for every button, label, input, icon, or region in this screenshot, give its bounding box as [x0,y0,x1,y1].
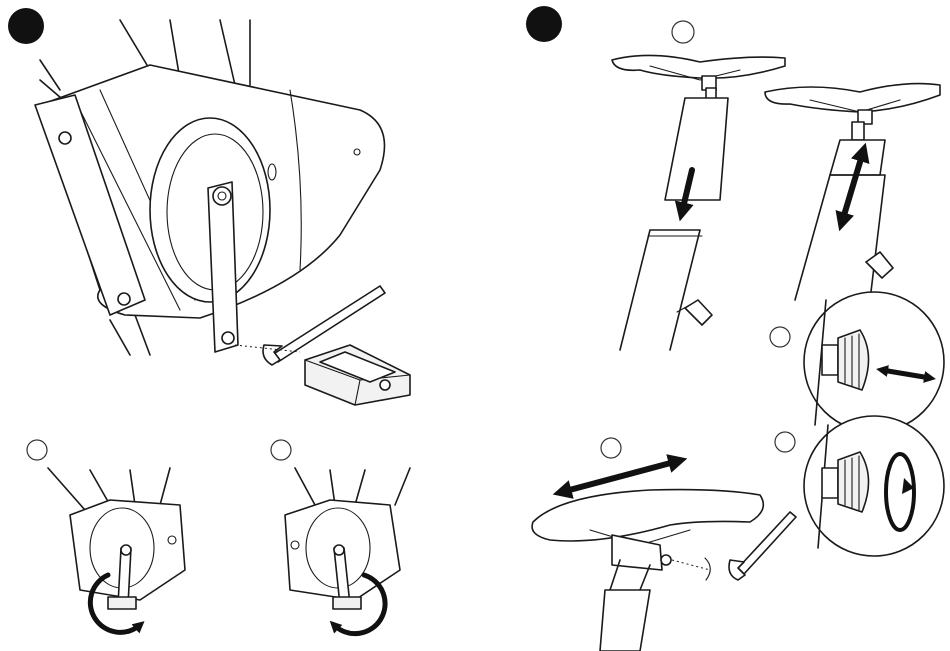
step-badge [271,440,291,460]
panel-crank-rotate-counterclockwise [271,440,410,634]
panel-saddle-fore-aft [532,438,796,651]
knob-icon [866,252,893,278]
seat-post [665,98,728,200]
crank-arm [208,182,238,352]
panel-knob-tighten [804,416,944,556]
step-badge [672,21,694,43]
bolt [59,132,71,144]
knob-icon [838,330,869,390]
saddle-icon [532,490,763,541]
seat-post [600,590,650,651]
step-badge-1 [8,8,44,44]
step-badge [27,440,47,460]
saddle-icon [612,55,785,78]
knob-icon [685,300,712,325]
panel-crank-rotate-clockwise [27,440,185,632]
saddle-icon [765,84,940,112]
step-badge-2 [526,6,562,42]
step-badge [775,432,795,452]
panel-crank-removal [8,8,410,405]
bolt [118,293,130,305]
panel-seat-post-insert [526,6,785,350]
wrench-icon [272,286,385,362]
step-badge [601,438,621,458]
knob-icon [838,452,869,512]
double-arrow-icon [562,461,678,492]
step-badge [770,327,790,347]
